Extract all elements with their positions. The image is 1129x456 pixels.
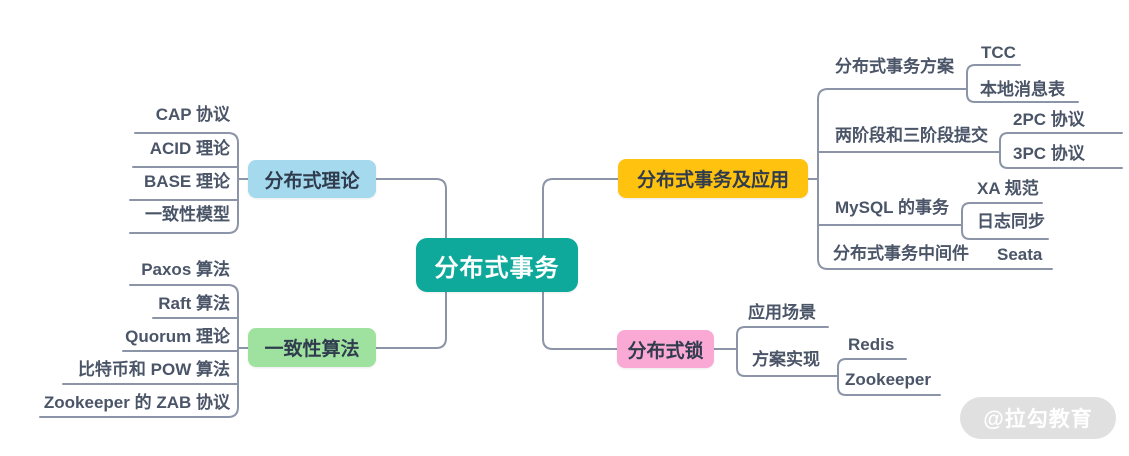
node-bitcoin-pow: 比特币和 POW 算法 (77, 360, 230, 379)
node-paxos: Paxos 算法 (141, 260, 230, 279)
node-tx-middleware: 分布式事务中间件 (833, 244, 969, 263)
connector-root-transactions (542, 178, 619, 239)
node-distributed-transactions-apps: 分布式事务及应用 (618, 159, 808, 198)
node-distributed-lock: 分布式锁 (617, 330, 714, 368)
node-two-three-phase-commit: 两阶段和三阶段提交 (835, 126, 988, 145)
bracket-theory-children (129, 132, 249, 234)
bracket-implementation-children (837, 358, 941, 396)
node-zookeeper-zab: Zookeeper 的 ZAB 协议 (43, 393, 230, 412)
node-zookeeper: Zookeeper (845, 370, 931, 389)
node-log-sync: 日志同步 (977, 212, 1045, 231)
bracket-twophase-children (999, 132, 1123, 169)
node-base-theory: BASE 理论 (144, 172, 230, 191)
bracket-transactions-children (807, 88, 1053, 270)
connector-root-lock (542, 291, 618, 350)
connector-root-consensus (375, 291, 447, 349)
bracket-mysql-children (961, 202, 1049, 240)
node-redis: Redis (848, 335, 895, 354)
node-3pc-protocol: 3PC 协议 (1013, 144, 1085, 163)
node-cap-protocol: CAP 协议 (155, 105, 230, 124)
node-root: 分布式事务 (416, 238, 578, 292)
node-consensus-algorithms: 一致性算法 (248, 328, 376, 367)
node-tcc: TCC (981, 43, 1016, 62)
node-raft: Raft 算法 (158, 294, 230, 313)
watermark-badge: @拉勾教育 (960, 397, 1116, 439)
node-quorum: Quorum 理论 (125, 327, 230, 346)
node-distributed-theory: 分布式理论 (248, 160, 376, 198)
node-mysql-transactions: MySQL 的事务 (835, 198, 949, 217)
node-implementation: 方案实现 (752, 350, 820, 369)
node-seata: Seata (997, 245, 1043, 264)
node-use-cases: 应用场景 (748, 303, 816, 322)
node-xa-spec: XA 规范 (977, 179, 1039, 198)
bracket-scheme-children (966, 64, 1079, 103)
bracket-consensus-children (39, 284, 249, 418)
node-consistency-model: 一致性模型 (145, 205, 230, 224)
connector-root-theory (375, 178, 447, 239)
node-acid-theory: ACID 理论 (149, 139, 230, 158)
bracket-lock-children (712, 326, 839, 377)
node-2pc-protocol: 2PC 协议 (1013, 110, 1085, 129)
node-tx-scheme: 分布式事务方案 (835, 57, 954, 76)
node-local-message-table: 本地消息表 (980, 80, 1065, 99)
